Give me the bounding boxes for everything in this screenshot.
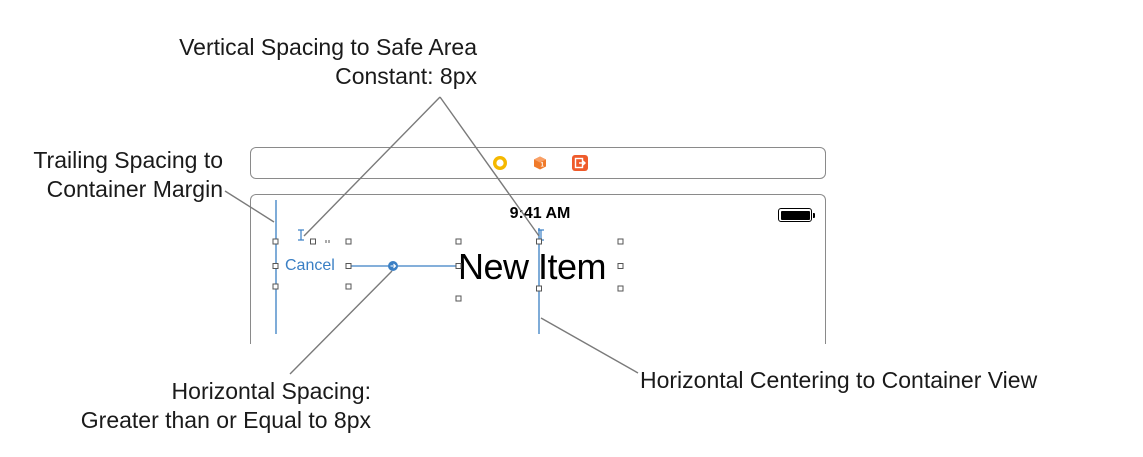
selection-handle-marks	[325, 240, 330, 243]
annotation-line: Vertical Spacing to Safe Area	[179, 34, 477, 60]
cancel-button[interactable]: Cancel	[285, 257, 335, 274]
annotation-line: Container Margin	[46, 176, 223, 202]
selection-handles-cancel	[272, 238, 352, 290]
selection-handles-title	[455, 238, 624, 302]
annotation-line: Trailing Spacing to	[33, 147, 223, 173]
annotation-line: Horizontal Spacing:	[171, 378, 371, 404]
annotation-horizontal-spacing: Horizontal Spacing: Greater than or Equa…	[81, 377, 371, 435]
annotation-horizontal-centering: Horizontal Centering to Container View	[640, 366, 1037, 395]
status-bar-time: 9:41 AM	[509, 205, 571, 222]
battery-icon	[778, 208, 815, 222]
svg-text:1: 1	[541, 163, 545, 169]
exit-icon[interactable]	[572, 155, 588, 171]
annotation-vertical-spacing: Vertical Spacing to Safe Area Constant: …	[179, 33, 477, 91]
object-icon[interactable]: 1	[532, 155, 548, 171]
nav-title-label[interactable]: New Item	[458, 246, 607, 287]
annotation-trailing-spacing: Trailing Spacing to Container Margin	[33, 146, 223, 204]
scene-dock-bar	[250, 147, 826, 179]
first-responder-icon[interactable]	[492, 155, 508, 171]
annotation-line: Greater than or Equal to 8px	[80, 407, 371, 433]
annotation-line: Horizontal Centering to Container View	[640, 367, 1038, 393]
leader-lines	[224, 96, 639, 375]
vertical-spacing-constraint	[298, 229, 304, 241]
annotation-line: Constant: 8px	[335, 63, 477, 89]
